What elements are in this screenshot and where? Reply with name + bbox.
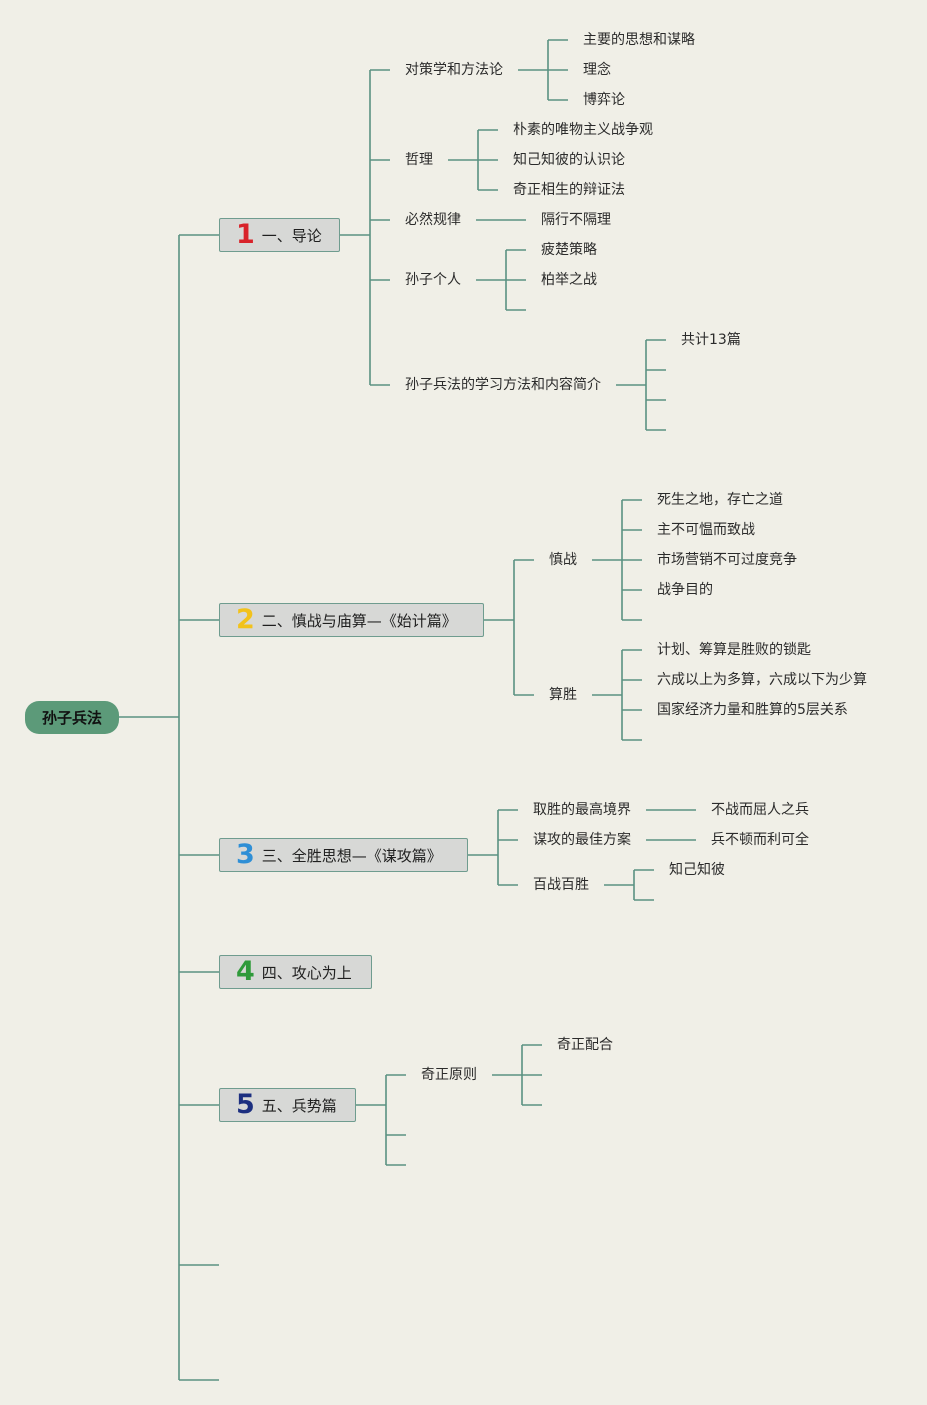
- section-3-node[interactable]: 3 三、全胜思想—《谋攻篇》: [219, 838, 468, 872]
- node-hundred-item[interactable]: 知己知彼: [669, 862, 725, 878]
- node-philosophy-item[interactable]: 奇正相生的辩证法: [513, 182, 625, 198]
- node-caution-item[interactable]: 市场营销不可过度竞争: [657, 552, 797, 568]
- node-philosophy-item[interactable]: 知己知彼的认识论: [513, 152, 625, 168]
- node-caution-item[interactable]: 死生之地，存亡之道: [657, 492, 783, 508]
- section-3-label: 三、全胜思想—《谋攻篇》: [261, 846, 442, 865]
- section-5-label: 五、兵势篇: [261, 1096, 337, 1115]
- node-philosophy[interactable]: 哲理: [405, 152, 433, 168]
- connector-section-2: [484, 559, 534, 696]
- node-hundred[interactable]: 百战百胜: [533, 877, 589, 893]
- root-node[interactable]: 孙子兵法: [25, 701, 119, 734]
- section-5-node[interactable]: 5 五、兵势篇: [219, 1088, 356, 1122]
- number-2-icon: 2: [236, 604, 255, 635]
- section-1-label: 一、导论: [261, 226, 322, 245]
- node-study-item[interactable]: 共计13篇: [681, 332, 741, 348]
- node-strategy[interactable]: 对策学和方法论: [405, 62, 503, 78]
- node-calc-item[interactable]: 六成以上为多算，六成以下为少算: [657, 672, 867, 688]
- section-4-node[interactable]: 4 四、攻心为上: [219, 955, 372, 989]
- node-highest-item[interactable]: 不战而屈人之兵: [711, 802, 809, 818]
- node-principle-item[interactable]: 奇正配合: [557, 1037, 613, 1053]
- node-caution-item[interactable]: 主不可愠而致战: [657, 522, 755, 538]
- node-strategy-item[interactable]: 博弈论: [583, 92, 625, 108]
- node-law-item[interactable]: 隔行不隔理: [541, 212, 611, 228]
- node-calc-item[interactable]: 计划、筹算是胜败的锁匙: [657, 642, 811, 658]
- connector-section-3: [468, 809, 518, 886]
- node-strategy-item[interactable]: 理念: [583, 62, 611, 78]
- node-caution-item[interactable]: 战争目的: [657, 582, 713, 598]
- section-2-node[interactable]: 2 二、慎战与庙算—《始计篇》: [219, 603, 484, 637]
- number-5-icon: 5: [236, 1089, 255, 1120]
- connector-section-5: [356, 1074, 406, 1166]
- node-philosophy-item[interactable]: 朴素的唯物主义战争观: [513, 122, 653, 138]
- node-person[interactable]: 孙子个人: [405, 272, 461, 288]
- number-1-icon: 1: [236, 219, 255, 250]
- section-2-label: 二、慎战与庙算—《始计篇》: [261, 611, 457, 630]
- node-calc-item[interactable]: 国家经济力量和胜算的5层关系: [657, 702, 848, 718]
- node-calc[interactable]: 算胜: [549, 687, 577, 703]
- section-4-label: 四、攻心为上: [261, 963, 352, 982]
- node-highest[interactable]: 取胜的最高境界: [533, 802, 631, 818]
- number-3-icon: 3: [236, 839, 255, 870]
- node-best-item[interactable]: 兵不顿而利可全: [711, 832, 809, 848]
- node-law[interactable]: 必然规律: [405, 212, 461, 228]
- node-caution[interactable]: 慎战: [549, 552, 577, 568]
- node-strategy-item[interactable]: 主要的思想和谋略: [583, 32, 695, 48]
- node-best[interactable]: 谋攻的最佳方案: [533, 832, 631, 848]
- node-person-item[interactable]: 疲楚策略: [541, 242, 597, 258]
- node-person-item[interactable]: 柏举之战: [541, 272, 597, 288]
- number-4-icon: 4: [236, 956, 255, 987]
- section-1-node[interactable]: 1 一、导论: [219, 218, 340, 252]
- node-study[interactable]: 孙子兵法的学习方法和内容简介: [405, 377, 601, 393]
- node-principle[interactable]: 奇正原则: [421, 1067, 477, 1083]
- connector-section-1: [340, 69, 390, 386]
